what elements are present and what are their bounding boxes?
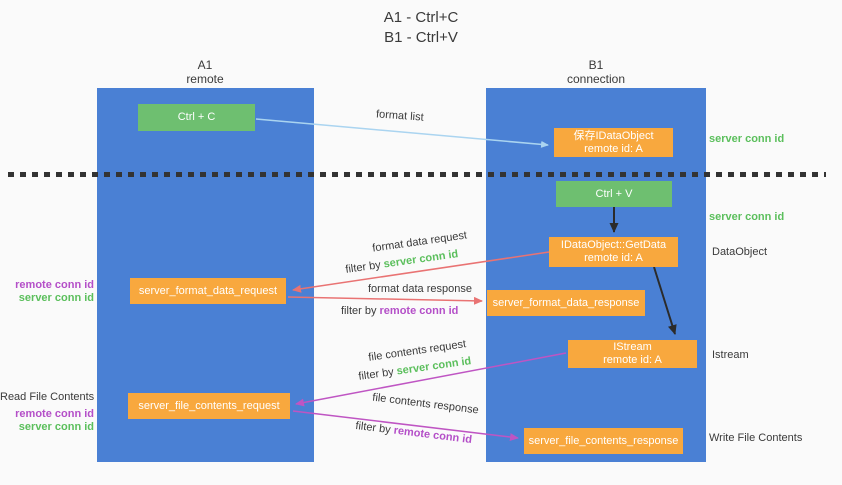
filter-by-text-4: filter by bbox=[354, 419, 392, 437]
server-file-contents-request-label: server_file_contents_request bbox=[138, 399, 280, 412]
file-contents-response-filter-label: filter by remote conn id bbox=[355, 420, 473, 446]
getdata-line2: remote id: A bbox=[584, 252, 643, 264]
title-line-2: B1 - Ctrl+V bbox=[384, 29, 458, 46]
right-server-conn-id-2: server conn id bbox=[709, 211, 785, 223]
left-server-conn-id-1: server conn id bbox=[18, 292, 94, 304]
filter-by-text-1: filter by bbox=[344, 259, 382, 276]
left-remote-conn-id-2: remote conn id bbox=[15, 408, 94, 420]
ctrl-v-node: Ctrl + V bbox=[556, 181, 672, 207]
format-list-label: format list bbox=[375, 108, 425, 124]
server-format-data-request-label: server_format_data_request bbox=[138, 284, 278, 297]
column-b1-role: connection bbox=[566, 72, 626, 86]
phase-separator-dotted-line bbox=[8, 172, 826, 177]
format-data-response-label: format data response bbox=[368, 283, 472, 295]
column-header-a1: A1 remote bbox=[145, 58, 265, 86]
remote-conn-id-inline-1: remote conn id bbox=[379, 305, 459, 317]
right-write-file-contents-label: Write File Contents bbox=[709, 432, 803, 444]
ctrl-v-label: Ctrl + V bbox=[595, 187, 633, 200]
diagram-title: A1 - Ctrl+C B1 - Ctrl+V bbox=[0, 8, 842, 48]
file-contents-response-label: file contents response bbox=[371, 391, 480, 417]
title-line-1: A1 - Ctrl+C bbox=[383, 9, 459, 26]
right-dataobject-label: DataObject bbox=[712, 246, 768, 258]
save-dataobject-line1: 保存IDataObject bbox=[573, 129, 654, 142]
left-conn-id-block-2: remote conn id server conn id bbox=[0, 408, 94, 434]
left-read-file-contents-label: Read File Contents bbox=[0, 391, 95, 403]
left-server-conn-id-2: server conn id bbox=[18, 421, 94, 433]
left-conn-id-block-1: remote conn id server conn id bbox=[0, 279, 94, 305]
right-server-conn-id-1: server conn id bbox=[709, 133, 785, 145]
format-data-response-filter-label: filter by remote conn id bbox=[341, 305, 458, 317]
save-dataobject-line2: remote id: A bbox=[584, 142, 643, 155]
format-data-response-arrow bbox=[287, 296, 483, 305]
istream-node: IStream remote id: A bbox=[568, 340, 697, 368]
format-data-request-filter-label: filter by server conn id bbox=[345, 248, 459, 276]
istream-line1: IStream bbox=[613, 341, 652, 353]
server-file-contents-response-label: server_file_contents_response bbox=[528, 434, 679, 447]
column-a1-name: A1 bbox=[197, 58, 213, 72]
left-remote-conn-id-1: remote conn id bbox=[15, 279, 94, 291]
column-header-b1: B1 connection bbox=[536, 58, 656, 86]
getdata-node: IDataObject::GetData remote id: A bbox=[549, 237, 678, 267]
filter-by-text-3: filter by bbox=[357, 366, 395, 383]
ctrl-c-label: Ctrl + C bbox=[177, 111, 216, 123]
istream-line2: remote id: A bbox=[603, 354, 662, 366]
server-conn-id-inline-2: server conn id bbox=[395, 355, 473, 378]
column-a1-role: remote bbox=[186, 72, 224, 86]
save-dataobject-node: 保存IDataObject remote id: A bbox=[554, 128, 673, 157]
getdata-line1: IDataObject::GetData bbox=[560, 239, 667, 251]
remote-conn-id-inline-2: remote conn id bbox=[392, 424, 473, 447]
filter-by-text-2: filter by bbox=[341, 305, 377, 317]
server-format-data-response-label: server_format_data_response bbox=[492, 296, 640, 309]
server-file-contents-request-node: server_file_contents_request bbox=[128, 393, 290, 419]
right-istream-label: Istream bbox=[712, 349, 749, 361]
server-format-data-request-node: server_format_data_request bbox=[130, 278, 286, 304]
column-b1-name: B1 bbox=[588, 58, 604, 72]
server-file-contents-response-node: server_file_contents_response bbox=[524, 428, 683, 454]
server-format-data-response-node: server_format_data_response bbox=[487, 290, 645, 316]
ctrl-c-node: Ctrl + C bbox=[138, 104, 255, 131]
